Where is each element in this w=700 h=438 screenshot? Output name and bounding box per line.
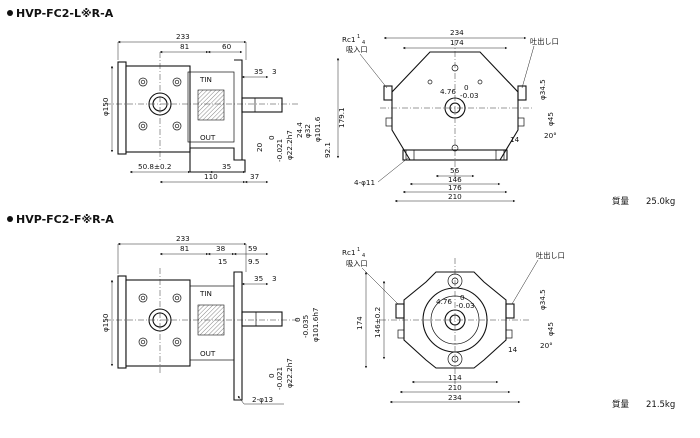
inlet-label: 吸入口: [346, 259, 368, 268]
inlet-thread-sup: 1: [357, 34, 360, 40]
tin-mark: TIN: [199, 75, 212, 84]
model-2-side-view: TIN OUT 233 81 38 59 15 9.5 35 3 φ150 0 …: [101, 234, 320, 405]
dim-92-1: 92.1: [323, 142, 332, 158]
dim-60: 60: [222, 42, 232, 51]
dim-210: 210: [448, 383, 462, 392]
dim-233: 233: [176, 234, 190, 243]
weight-value: 25.0kg: [646, 197, 675, 207]
outlet-label: 吐出し口: [530, 37, 559, 46]
dim-24-4: 24.4: [295, 122, 304, 138]
tol-neg-03: -0.03: [460, 91, 479, 100]
tol-neg-03: -0.03: [456, 301, 475, 310]
model-2-title: HVP-FC2-F※R-A: [7, 213, 114, 226]
tol-zero-b: 0: [293, 317, 302, 322]
model-title: HVP-FC2-L※R-A: [16, 7, 114, 20]
model-1-weight: 質量 25.0kg: [612, 196, 675, 207]
dim-4-76: 4.76: [440, 87, 456, 96]
weight-label: 質量: [612, 399, 630, 410]
inlet-thread: Rc1: [342, 248, 356, 257]
dim-phi22: φ22.2h7: [285, 130, 294, 160]
dim-81: 81: [180, 42, 189, 51]
dim-56: 56: [450, 166, 460, 175]
model-1-title: HVP-FC2-L※R-A: [7, 7, 114, 20]
dim-phi22: φ22.2h7: [285, 358, 294, 388]
dim-20deg: 20°: [544, 131, 557, 140]
dim-15: 15: [218, 257, 227, 266]
dim-210: 210: [448, 192, 462, 201]
dim-14: 14: [508, 345, 518, 354]
dim-50-8: 50.8±0.2: [138, 162, 171, 171]
inlet-thread-sub: 4: [362, 40, 365, 46]
dim-179-1: 179.1: [337, 107, 346, 128]
inlet-thread-sup: 1: [357, 247, 360, 253]
dim-146: 146±0.2: [373, 307, 382, 338]
bullet-icon: [7, 10, 13, 16]
dim-phi34-5: φ34.5: [538, 79, 547, 100]
tol-zero: 0: [267, 135, 276, 140]
model-1-side-view: TIN OUT 233 81 60 35 3 φ150 20 0 -0.021 …: [101, 32, 346, 184]
dim-59: 59: [248, 244, 258, 253]
outlet-label: 吐出し口: [536, 251, 565, 260]
dim-233: 233: [176, 32, 190, 41]
out-mark: OUT: [200, 133, 216, 142]
tol-neg-b: -0.035: [301, 315, 310, 338]
dim-81: 81: [180, 244, 189, 253]
dim-3: 3: [272, 274, 277, 283]
tin-mark: TIN: [199, 289, 212, 298]
dim-234: 234: [450, 28, 464, 37]
dim-phi34-5: φ34.5: [538, 289, 547, 310]
dim-35b: 35: [222, 162, 231, 171]
dim-4-76: 4.76: [436, 297, 452, 306]
model-1-front-view: 4.76 0 -0.03 234 174 56 146 176 210 φ34.…: [342, 28, 559, 203]
dim-174: 174: [450, 38, 464, 47]
dim-20: 20: [255, 142, 264, 152]
dim-234: 234: [448, 393, 462, 402]
weight-label: 質量: [612, 196, 630, 207]
model-title: HVP-FC2-F※R-A: [16, 213, 114, 226]
dim-phi150: φ150: [101, 97, 110, 116]
dim-146: 146: [448, 175, 462, 184]
dim-phi150: φ150: [101, 313, 110, 332]
dim-phi45: φ45: [546, 112, 555, 126]
dim-9-5: 9.5: [248, 257, 259, 266]
dim-3: 3: [272, 67, 277, 76]
bullet-icon: [7, 216, 13, 222]
dim-phi101: φ101.6: [313, 116, 322, 142]
dim-phi101: φ101.6h7: [311, 308, 320, 342]
dim-114: 114: [448, 373, 462, 382]
dim-37: 37: [250, 172, 259, 181]
tol-neg: -0.021: [275, 367, 284, 390]
tol-zero: 0: [267, 373, 276, 378]
dim-phi45: φ45: [546, 322, 555, 336]
tol-0: 0: [460, 293, 465, 302]
dim-20deg: 20°: [540, 341, 553, 350]
model-2-weight: 質量 21.5kg: [612, 399, 675, 410]
inlet-thread-sub: 4: [362, 253, 365, 259]
out-mark: OUT: [200, 349, 216, 358]
tol-0: 0: [464, 83, 469, 92]
dim-176: 176: [448, 183, 462, 192]
dim-35: 35: [254, 274, 263, 283]
dim-174: 174: [355, 316, 364, 330]
dim-14: 14: [510, 135, 520, 144]
dim-110: 110: [204, 172, 218, 181]
tol-neg: -0.021: [275, 139, 284, 162]
holes-label: 4-φ11: [354, 178, 375, 187]
inlet-thread: Rc1: [342, 35, 356, 44]
dim-35: 35: [254, 67, 263, 76]
holes-label: 2-φ13: [252, 395, 273, 404]
weight-value: 21.5kg: [646, 400, 675, 410]
model-2-front-view: 4.76 0 -0.03 174 146±0.2 114 210 234 φ34…: [342, 247, 565, 404]
dim-38: 38: [216, 244, 226, 253]
dim-phi32: φ32: [303, 124, 312, 138]
inlet-label: 吸入口: [346, 45, 368, 54]
